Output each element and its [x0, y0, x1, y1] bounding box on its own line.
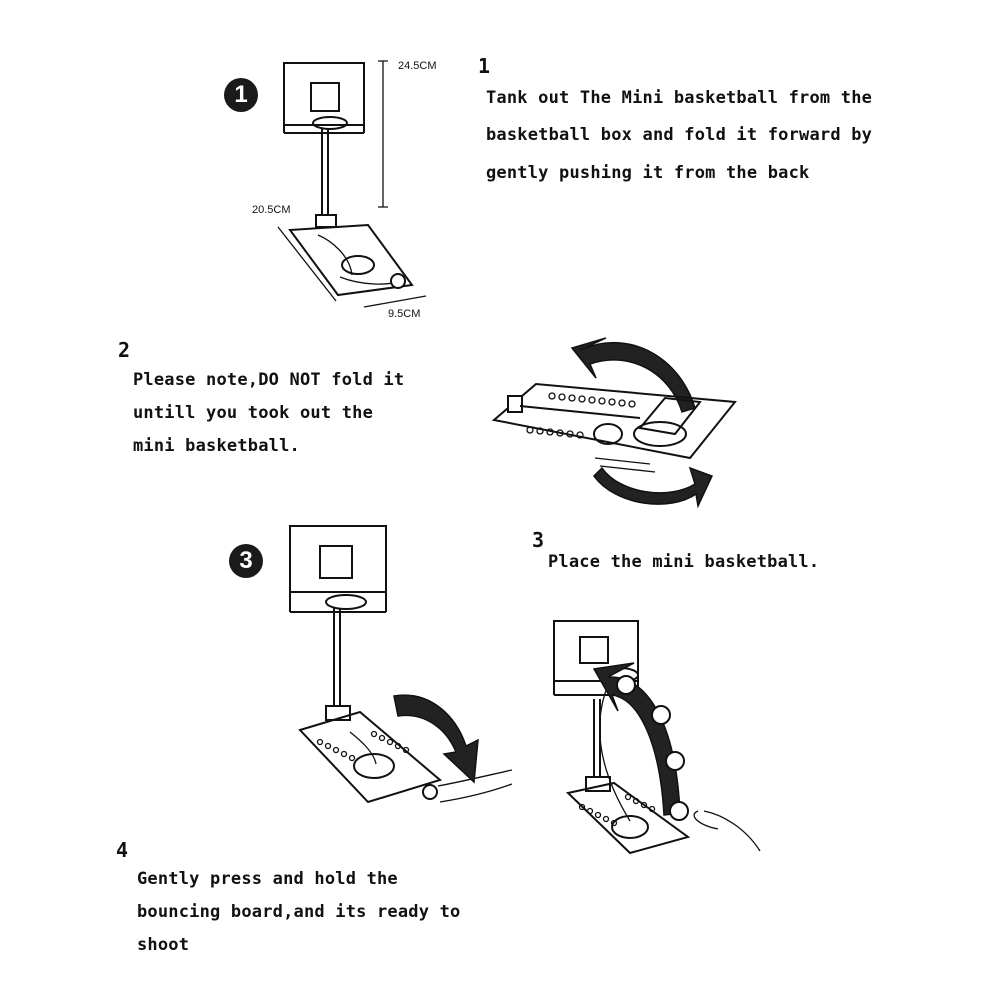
length-dimension-label: 20.5CM — [252, 204, 291, 216]
step-4-number: 4 — [116, 838, 129, 862]
shooting-basketball-illustration — [553, 620, 761, 855]
step-2-line-2: untill you took out the — [133, 403, 374, 423]
step-3-line-1: Place the mini basketball. — [548, 552, 820, 572]
basketball-hoop-unfolded-illustration — [277, 60, 427, 308]
step-4-line-1: Gently press and hold the — [137, 869, 398, 889]
step-1-line-2: basketball box and fold it forward by — [486, 125, 873, 145]
step-4-line-2: bouncing board,and its ready to — [137, 902, 461, 922]
step-2-line-3: mini basketball. — [133, 436, 300, 456]
step-4-line-3: shoot — [137, 935, 190, 955]
step-1-line-1: Tank out The Mini basketball from the — [486, 88, 873, 108]
step-1-badge: 1 — [224, 78, 258, 112]
width-dimension-label: 9.5CM — [388, 308, 421, 320]
step-3-badge: 3 — [229, 544, 263, 578]
height-dimension-label: 24.5CM — [398, 60, 437, 72]
step-2-line-1: Please note,DO NOT fold it — [133, 370, 405, 390]
step-1-number: 1 — [478, 54, 491, 78]
step-1-line-3: gently pushing it from the back — [486, 163, 810, 183]
step-2-number: 2 — [118, 338, 131, 362]
place-basketball-illustration — [289, 525, 513, 804]
step-3-number: 3 — [532, 528, 545, 552]
folded-hoop-illustration — [491, 337, 737, 509]
